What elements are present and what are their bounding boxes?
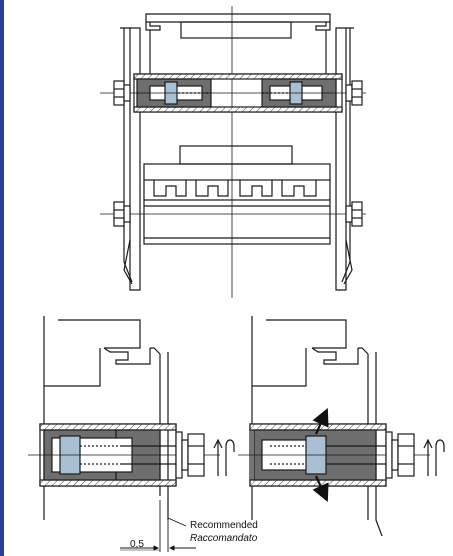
clearance-dimension [120, 500, 196, 552]
expansion-arrows [312, 407, 329, 503]
detail-left-recommended [28, 316, 235, 520]
detail-right-adjust [238, 316, 445, 537]
label-recommended: Recommended [190, 520, 258, 531]
document-sidebar-stripe [0, 0, 4, 556]
top-assembly-view [100, 6, 366, 298]
label-clearance: 0,5 [130, 539, 144, 550]
label-raccomandato: Raccomandato [190, 533, 258, 544]
